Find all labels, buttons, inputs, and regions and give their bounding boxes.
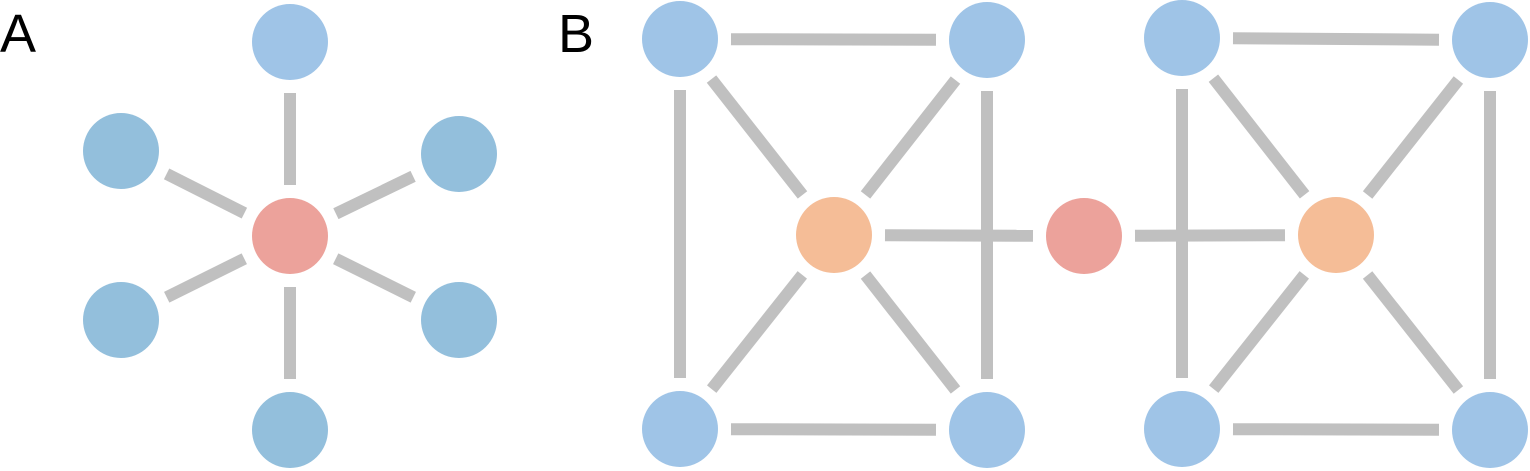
edge-b-l-center-to-b-l-br [860,271,961,394]
node-a-lower-right [421,282,497,358]
node-a-center [252,198,328,274]
edges-layer [163,32,1496,436]
node-b-l-bl [642,391,718,467]
edge-b-bridge-to-b-r-center [1134,229,1286,242]
node-b-r-br [1452,392,1528,468]
edge-b-l-tl-to-b-l-tr [730,33,937,46]
node-a-upper-right [421,116,497,192]
panel-a-label: A [0,4,36,64]
edge-a-center-to-a-lower-left [164,253,247,303]
node-b-l-br [949,392,1025,468]
edge-b-l-center-to-b-l-bl [706,271,808,393]
node-b-r-center [1298,197,1374,273]
edge-a-center-to-a-upper-left [163,168,248,219]
panel-b-label: B [558,4,594,64]
node-b-l-tr [949,2,1025,78]
node-b-r-tl [1144,0,1220,76]
edge-b-r-center-to-b-r-tr [1362,76,1464,199]
edge-b-r-tl-to-b-r-tr [1232,32,1440,46]
node-b-l-tl [642,1,718,77]
edge-b-l-bl-to-b-l-br [730,423,937,436]
node-b-r-bl [1144,391,1220,467]
edge-b-l-center-to-b-l-tl [706,75,808,199]
node-b-bridge [1046,198,1122,274]
node-a-upper-left [83,113,159,189]
edge-b-r-center-to-b-r-bl [1208,271,1310,393]
node-a-top [252,4,328,80]
nodes-layer [83,0,1528,468]
edge-b-l-center-to-b-l-tr [860,76,961,199]
node-a-lower-left [83,282,159,358]
edge-a-center-to-a-upper-right [333,170,416,220]
edge-b-r-center-to-b-r-br [1362,271,1464,394]
edge-b-r-center-to-b-r-tl [1208,74,1310,199]
edge-b-r-bl-to-b-r-br [1232,423,1440,436]
node-a-bottom [252,392,328,468]
edge-a-center-to-a-lower-right [333,253,416,303]
node-b-l-center [796,197,872,273]
edge-b-l-center-to-b-bridge [884,229,1034,242]
node-b-r-tr [1452,2,1528,78]
